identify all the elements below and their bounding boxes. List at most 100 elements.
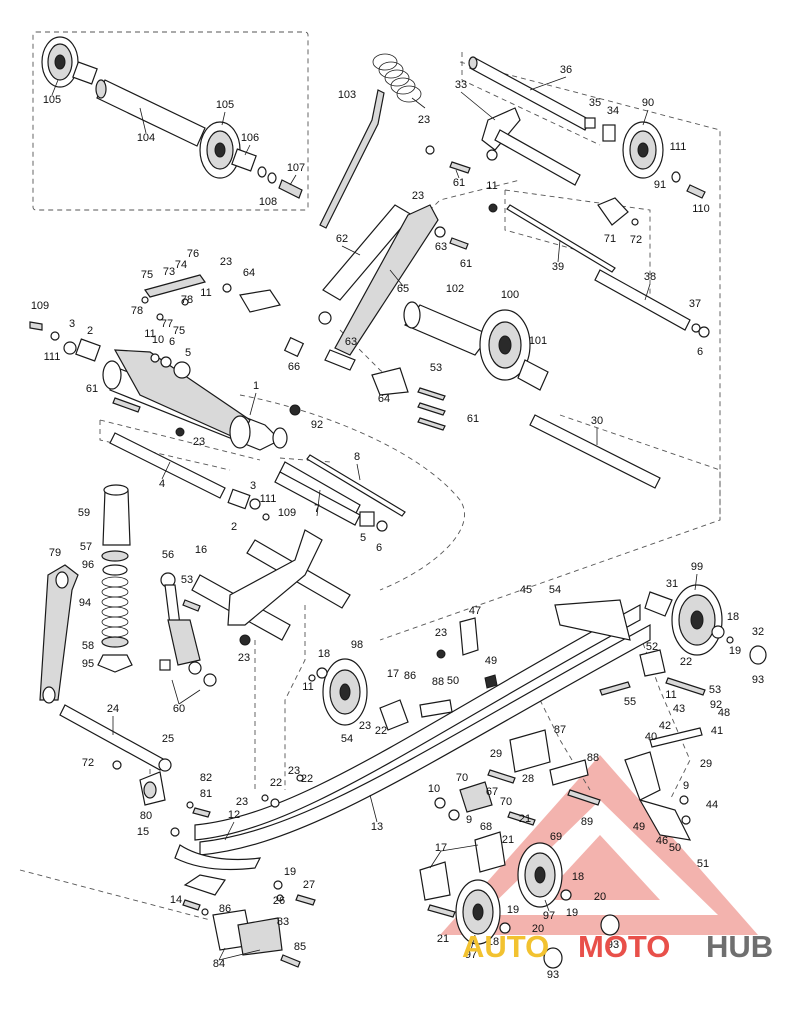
callout-label: 28 <box>522 773 534 785</box>
callout-label: 11 <box>486 180 497 192</box>
callout-label: 22 <box>680 656 692 668</box>
callout-label: 86 <box>404 670 416 682</box>
callout-label: 50 <box>669 842 681 854</box>
callout-label: 19 <box>566 907 578 919</box>
callout-label: 23 <box>238 652 250 664</box>
callout-label: 25 <box>162 733 174 745</box>
callout-label: 55 <box>624 696 636 708</box>
callout-label: 23 <box>193 436 205 448</box>
callout-label: 66 <box>288 361 300 373</box>
callout-label: 86 <box>219 903 231 915</box>
callout-label: 10 <box>428 783 440 795</box>
callout-label: 87 <box>554 724 566 736</box>
callout-label: 69 <box>550 831 562 843</box>
callout-label: 36 <box>560 64 572 76</box>
callout-label: 78 <box>131 305 143 317</box>
callout-label: 108 <box>259 196 277 208</box>
callout-label: 11 <box>200 287 211 299</box>
callout-label: 105 <box>43 94 61 106</box>
callout-label: 15 <box>137 826 149 838</box>
link-79 <box>39 564 79 701</box>
callout-label: 33 <box>455 79 467 91</box>
callout-label: 89 <box>581 816 593 828</box>
washer-108 <box>257 166 267 178</box>
callout-label: 96 <box>82 559 94 571</box>
callout-label: 105 <box>216 99 234 111</box>
callout-label: 75 <box>141 269 153 281</box>
bumper-59 <box>102 489 131 546</box>
watermark-auto: AUTO <box>462 929 549 964</box>
callout-label: 2 <box>87 325 93 337</box>
callout-label: 35 <box>589 97 601 109</box>
callout-label: 104 <box>137 132 155 144</box>
callout-label: 97 <box>543 910 555 922</box>
callout-label: 100 <box>501 289 519 301</box>
callout-label: 106 <box>241 132 259 144</box>
watermark-moto: MOTO <box>578 929 670 964</box>
callout-label: 93 <box>752 674 764 686</box>
callout-label: 22 <box>270 777 282 789</box>
callout-label: 57 <box>80 541 92 553</box>
callout-label: 11 <box>665 689 676 701</box>
callout-label: 49 <box>485 655 497 667</box>
callout-label: 11 <box>302 681 313 693</box>
callout-label: 12 <box>228 809 240 821</box>
front-lower-parts <box>59 704 304 818</box>
callout-label: 3 <box>69 318 75 330</box>
idler-wheel-100 <box>403 301 549 391</box>
callout-label: 17 <box>435 842 447 854</box>
callout-label: 4 <box>159 478 165 490</box>
callout-label: 23 <box>412 190 424 202</box>
callout-label: 13 <box>371 821 383 833</box>
idler-wheel-98 <box>308 617 498 731</box>
callout-label: 26 <box>273 895 285 907</box>
callout-label: 71 <box>604 233 616 245</box>
callout-label: 73 <box>163 266 175 278</box>
callout-label: 30 <box>591 415 603 427</box>
callout-label: 61 <box>453 177 465 189</box>
callout-label: 23 <box>418 114 430 126</box>
mid-lower-parts <box>434 727 703 841</box>
callout-label: 61 <box>86 383 98 395</box>
spacer-left <box>72 61 98 85</box>
callout-label: 18 <box>727 611 739 623</box>
callout-label: 82 <box>200 772 212 784</box>
callout-label: 44 <box>706 799 718 811</box>
callout-label: 20 <box>532 923 544 935</box>
callout-label: 10 <box>152 334 164 346</box>
callout-label: 54 <box>341 733 353 745</box>
callout-label: 29 <box>700 758 712 770</box>
callout-label: 92 <box>710 699 722 711</box>
callout-label: 111 <box>260 493 277 505</box>
callout-label: 32 <box>752 626 764 638</box>
callout-label: 74 <box>175 259 187 271</box>
callout-label: 39 <box>552 261 564 273</box>
callout-label: 7 <box>314 503 320 515</box>
callout-label: 110 <box>692 203 710 215</box>
rear-shock-spring <box>39 484 171 704</box>
shafts-4-7-8 <box>109 432 406 532</box>
callout-label: 80 <box>140 810 152 822</box>
callout-label: 23 <box>288 765 300 777</box>
front-arm-1 <box>29 274 301 451</box>
callout-label: 54 <box>549 584 561 596</box>
callout-label: 6 <box>169 336 175 348</box>
slide-rails-13 <box>170 599 651 896</box>
callout-label: 88 <box>432 676 444 688</box>
callout-label: 63 <box>435 241 447 253</box>
callout-label: 65 <box>397 283 409 295</box>
callout-label: 92 <box>311 419 323 431</box>
callout-label: 97 <box>465 949 477 961</box>
callout-label: 23 <box>236 796 248 808</box>
callout-label: 63 <box>345 336 357 348</box>
callout-label: 38 <box>644 271 656 283</box>
spacer-106 <box>231 148 257 172</box>
shock-absorber-62 <box>318 204 469 356</box>
callout-label: 99 <box>691 561 703 573</box>
callout-labels: 1051041051061071081032361333635349011191… <box>31 64 764 981</box>
callout-label: 1 <box>253 380 259 392</box>
callout-label: 43 <box>673 703 685 715</box>
callout-label: 8 <box>354 451 360 463</box>
callout-label: 3 <box>250 480 256 492</box>
